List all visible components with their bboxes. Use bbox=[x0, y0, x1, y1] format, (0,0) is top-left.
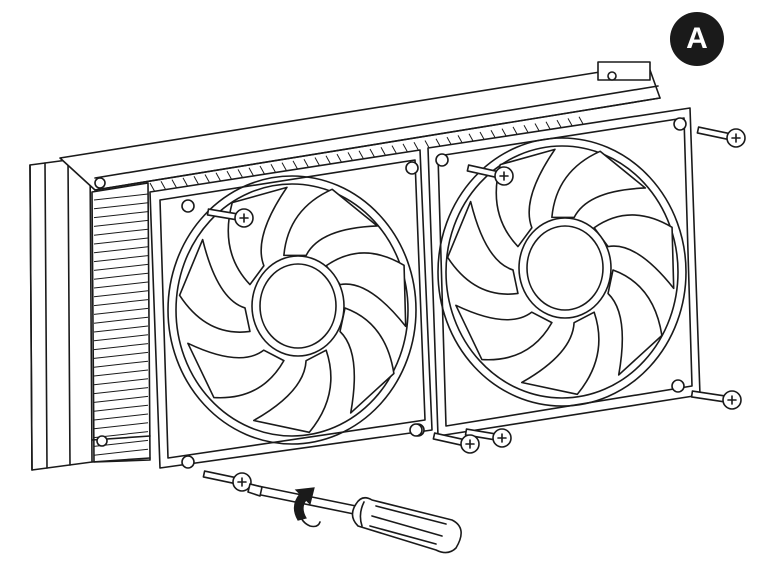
fan-left-blades bbox=[178, 186, 407, 434]
fan-left-blade bbox=[339, 307, 395, 414]
screw bbox=[690, 390, 742, 410]
radiator-end-tank-edges bbox=[29, 159, 71, 471]
radiator-fin bbox=[93, 272, 149, 280]
radiator-fin bbox=[93, 378, 149, 386]
radiator-fin bbox=[93, 404, 149, 412]
fan-left-blade bbox=[187, 342, 285, 399]
fan-right-mount-hole bbox=[671, 379, 685, 393]
screw bbox=[432, 432, 480, 454]
step-badge-label: A bbox=[686, 22, 708, 55]
radiator-fin bbox=[93, 237, 149, 245]
fan-left-mount-hole bbox=[181, 199, 195, 213]
fan-right-hub bbox=[518, 217, 612, 319]
fan-right-blade bbox=[520, 311, 600, 396]
radiator-fins bbox=[93, 116, 585, 456]
rotation-arrow bbox=[293, 487, 321, 528]
screw bbox=[202, 470, 252, 492]
radiator-end-tank-right bbox=[597, 61, 651, 81]
fan-left-blade bbox=[325, 252, 407, 328]
radiator-fin bbox=[93, 246, 149, 254]
radiator-fin bbox=[160, 181, 167, 191]
radiator-fin bbox=[93, 193, 149, 201]
screw-cross-slot bbox=[465, 439, 475, 449]
radiator-mount-hole bbox=[96, 435, 108, 447]
fan-left-hub bbox=[251, 255, 345, 357]
radiator-fin bbox=[93, 307, 149, 315]
radiator-fin bbox=[171, 179, 178, 189]
step-badge: A bbox=[670, 12, 724, 66]
radiator-fin bbox=[149, 182, 156, 193]
fan-right-mount-hole bbox=[435, 153, 449, 167]
screw-cross-slot bbox=[731, 133, 741, 143]
radiator-fin bbox=[93, 369, 149, 377]
fan-left-mount-hole bbox=[181, 455, 195, 469]
fan-right-blade bbox=[455, 304, 553, 361]
radiator-top-rail-edges bbox=[94, 85, 661, 191]
fan-right-blade bbox=[551, 150, 647, 219]
fan-left-shroud bbox=[167, 175, 417, 445]
radiator-fin bbox=[93, 343, 149, 351]
screwdriver bbox=[247, 483, 462, 554]
radiator-mount-hole bbox=[94, 177, 106, 189]
fan-right bbox=[409, 107, 701, 437]
screw-cross-slot bbox=[497, 433, 507, 443]
screwdriver-tip bbox=[247, 483, 263, 497]
radiator-fin bbox=[93, 263, 149, 271]
radiator-fin bbox=[93, 351, 149, 359]
screwdriver-handle-grip bbox=[369, 505, 447, 545]
radiator-fin bbox=[93, 448, 149, 456]
screw-cross-slot bbox=[727, 395, 737, 405]
screw-cross-slot bbox=[237, 477, 247, 487]
rotation-arrow-head bbox=[293, 487, 315, 521]
screwdriver-handle-collar bbox=[359, 501, 365, 527]
fan-left-blade bbox=[283, 188, 379, 257]
fan-right-shroud-inner bbox=[445, 145, 679, 399]
fan-left-frame-inner bbox=[159, 159, 426, 459]
fan-right-shroud bbox=[437, 137, 687, 407]
screw bbox=[696, 126, 746, 148]
screw bbox=[206, 208, 254, 228]
fan-right-frame-inner bbox=[437, 117, 693, 427]
fan-screws bbox=[202, 126, 746, 492]
fan-left bbox=[149, 149, 433, 469]
radiator-fin bbox=[93, 325, 149, 333]
radiator-mount-hole bbox=[607, 71, 617, 81]
fan-right-blade bbox=[607, 269, 663, 376]
fan-right-blade bbox=[593, 214, 675, 290]
radiator-fin bbox=[93, 228, 149, 236]
radiator-fin bbox=[93, 360, 149, 368]
radiator-fin bbox=[93, 255, 149, 263]
radiator-fin bbox=[93, 211, 149, 219]
radiator-fin bbox=[182, 177, 189, 188]
screw bbox=[466, 164, 514, 186]
screw bbox=[464, 428, 512, 448]
fan-right-hub-cap bbox=[526, 225, 604, 311]
fan-left-blade bbox=[178, 238, 251, 333]
fan-right-mount-hole bbox=[409, 423, 423, 437]
radiator-fin bbox=[93, 422, 149, 430]
radiator-fin bbox=[93, 387, 149, 395]
radiator bbox=[29, 61, 661, 471]
screw-cross-slot bbox=[499, 171, 509, 181]
radiator-fin bbox=[93, 316, 149, 324]
fan-right-mount-hole bbox=[673, 117, 687, 131]
radiator-fin bbox=[93, 219, 149, 227]
fan-right-blade bbox=[446, 200, 519, 295]
radiator-end-tank-left bbox=[29, 156, 93, 471]
fan-left-mount-hole bbox=[405, 161, 419, 175]
radiator-fin bbox=[93, 395, 149, 403]
radiator-fin bbox=[93, 413, 149, 421]
fan-left-shroud-inner bbox=[175, 183, 409, 437]
fan-left-hub-cap bbox=[259, 263, 337, 349]
radiator-fin bbox=[93, 202, 149, 210]
radiator-fin bbox=[93, 281, 149, 289]
radiator-fin bbox=[93, 290, 149, 298]
fan-left-blade bbox=[252, 349, 332, 434]
radiator-fin bbox=[93, 299, 149, 307]
radiator-fin bbox=[93, 334, 149, 342]
screw-cross-slot bbox=[239, 213, 249, 223]
